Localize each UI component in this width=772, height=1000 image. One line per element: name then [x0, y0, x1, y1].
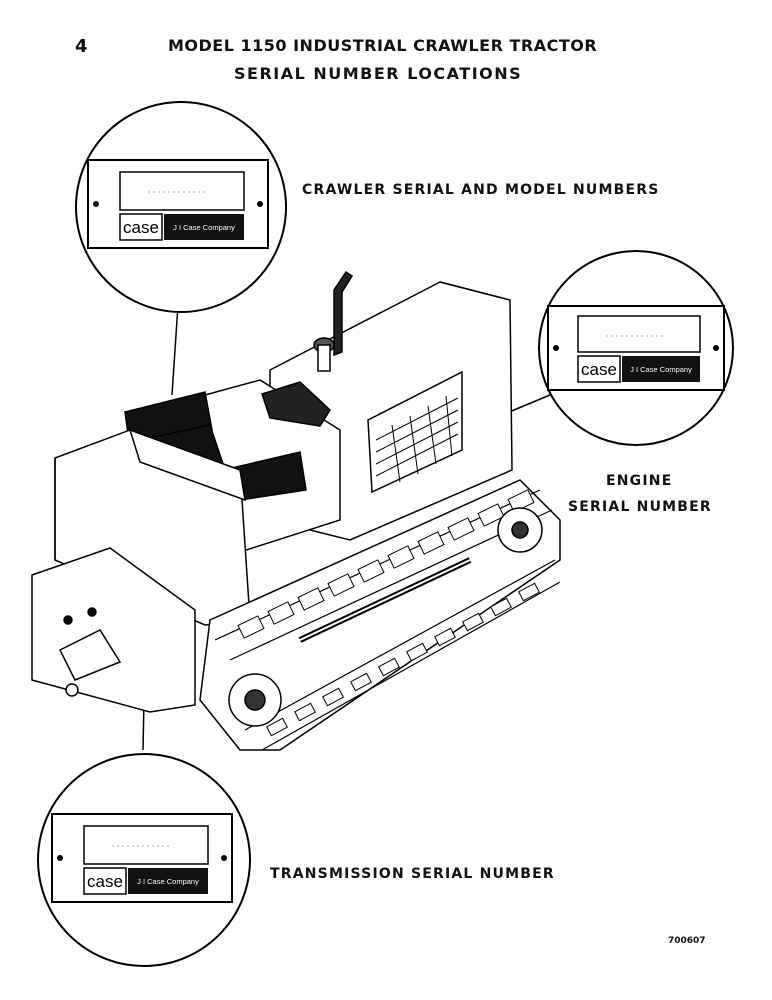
- transmission-serial-label: TRANSMISSION SERIAL NUMBER: [270, 866, 555, 882]
- transmission-plate-inset: case J I Case Company: [37, 753, 251, 967]
- tractor-drawing: [31, 270, 561, 751]
- crawler-plate-inset: case J I Case Company: [75, 101, 287, 313]
- case-logo-text: case: [87, 872, 123, 891]
- page-number: 4: [75, 36, 89, 57]
- page-subtitle: SERIAL NUMBER LOCATIONS: [234, 64, 523, 83]
- crawler-serial-label: CRAWLER SERIAL AND MODEL NUMBERS: [302, 182, 660, 198]
- figure-number: 700607: [668, 936, 706, 946]
- page-title: MODEL 1150 INDUSTRIAL CRAWLER TRACTOR: [168, 36, 598, 55]
- engine-serial-label-line1: ENGINE: [606, 473, 673, 489]
- plate-company: J I Case Company: [173, 223, 235, 232]
- engine-plate-inset: case J I Case Company: [538, 250, 734, 446]
- plate-company: J I Case Company: [630, 365, 692, 374]
- plate-company: J I Case Company: [137, 877, 199, 886]
- case-logo-text: case: [581, 360, 617, 379]
- engine-serial-label-line2: SERIAL NUMBER: [568, 499, 712, 515]
- case-logo-text: case: [123, 218, 159, 237]
